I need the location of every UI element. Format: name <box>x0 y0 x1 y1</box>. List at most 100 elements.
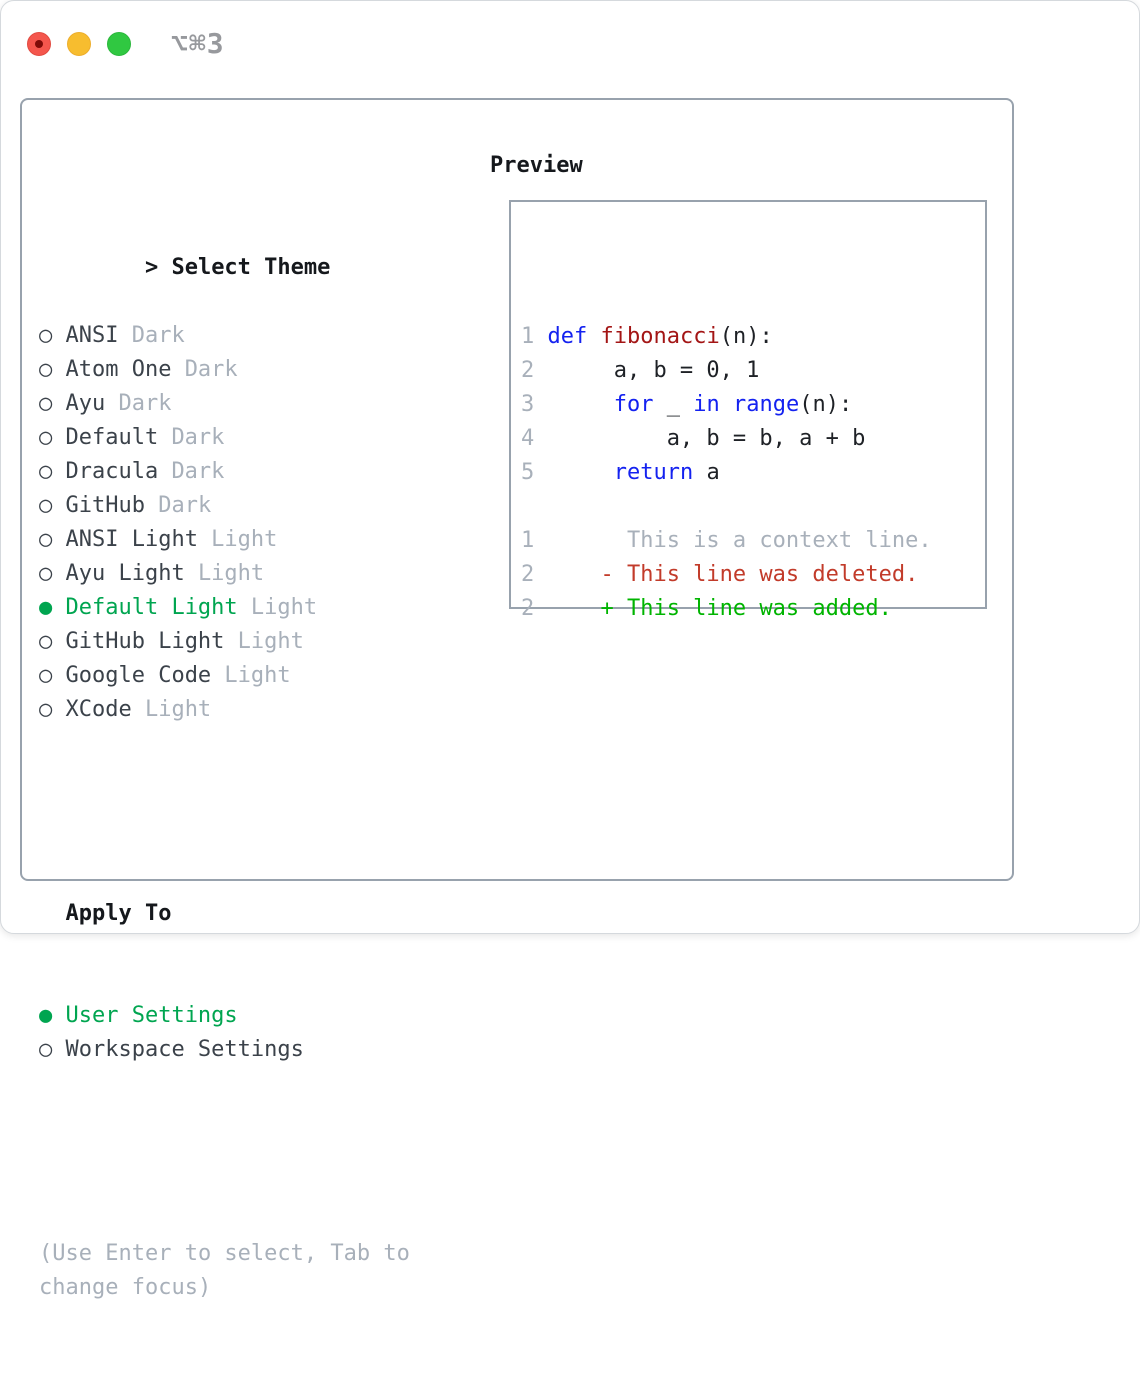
apply-option-workspace-settings[interactable]: ○Workspace Settings <box>39 1033 410 1067</box>
code-token-plain: a, b = 0, 1 <box>547 358 759 383</box>
apply-to-option-list: ●User Settings○Workspace Settings <box>39 999 410 1067</box>
hint-line: change focus) <box>39 1271 410 1305</box>
theme-option-dracula[interactable]: ○Dracula Dark <box>39 455 410 489</box>
theme-variant-tag: Dark <box>171 425 224 450</box>
line-number: 5 <box>521 456 547 490</box>
theme-name-label: Ayu <box>65 391 105 416</box>
theme-option-ansi-light[interactable]: ○ANSI Light Light <box>39 523 410 557</box>
code-token-fn: fibonacci <box>600 324 719 349</box>
line-number: 3 <box>521 388 547 422</box>
code-token-plain: a, b = b, a + b <box>547 426 865 451</box>
code-token-plain <box>720 392 733 417</box>
theme-name-label: ANSI <box>65 323 118 348</box>
line-number: 2 <box>521 592 547 626</box>
apply-option-label: Workspace Settings <box>65 1037 303 1062</box>
theme-option-default[interactable]: ○Default Dark <box>39 421 410 455</box>
radio-unselected-icon: ○ <box>39 455 65 489</box>
theme-variant-tag: Light <box>211 527 277 552</box>
radio-unselected-icon: ○ <box>39 489 65 523</box>
hint-line: (Use Enter to select, Tab to <box>39 1237 410 1271</box>
line-number: 1 <box>521 320 547 354</box>
code-token-plain: (n): <box>720 324 773 349</box>
unsaved-changes-dot-icon <box>35 40 43 48</box>
code-token-kw: return <box>614 460 693 485</box>
theme-variant-tag: Dark <box>158 493 211 518</box>
code-token-plain: a <box>693 460 720 485</box>
theme-name-label: Google Code <box>65 663 211 688</box>
code-token-plain <box>547 392 613 417</box>
maximize-button[interactable] <box>107 32 131 56</box>
radio-unselected-icon: ○ <box>39 523 65 557</box>
theme-name-label: Dracula <box>65 459 158 484</box>
close-button[interactable] <box>27 32 51 56</box>
theme-name-label: Default <box>65 425 158 450</box>
preview-code-line <box>521 490 985 524</box>
code-token-plain: _ <box>653 392 693 417</box>
preview-code-line: 2 a, b = 0, 1 <box>521 354 985 388</box>
theme-variant-tag: Light <box>224 663 290 688</box>
theme-option-ayu[interactable]: ○Ayu Dark <box>39 387 410 421</box>
code-token-kw: def <box>547 324 587 349</box>
radio-unselected-icon: ○ <box>39 319 65 353</box>
radio-unselected-icon: ○ <box>39 387 65 421</box>
code-token-kw: range <box>733 392 799 417</box>
preview-code-line: 4 a, b = b, a + b <box>521 422 985 456</box>
theme-variant-tag: Light <box>198 561 264 586</box>
preview-code-line: 2 + This line was added. <box>521 592 985 626</box>
theme-variant-tag: Dark <box>185 357 238 382</box>
theme-variant-tag: Dark <box>118 391 171 416</box>
minimize-button[interactable] <box>67 32 91 56</box>
preview-code-line: 5 return a <box>521 456 985 490</box>
apply-to-title: Apply To <box>39 897 410 931</box>
theme-variant-tag: Light <box>251 595 317 620</box>
theme-name-label: Atom One <box>65 357 171 382</box>
code-token-add: + This line was added. <box>547 596 891 621</box>
code-token-kw: for <box>614 392 654 417</box>
line-number: 4 <box>521 422 547 456</box>
line-number: 1 <box>521 524 547 558</box>
preview-code-line: 3 for _ in range(n): <box>521 388 985 422</box>
code-token-del: - This line was deleted. <box>547 562 918 587</box>
theme-name-label: Default Light <box>65 595 237 620</box>
theme-name-label: GitHub <box>65 493 144 518</box>
preview-title: Preview <box>490 149 583 183</box>
prompt-icon: > <box>145 251 171 285</box>
theme-option-google-code[interactable]: ○Google Code Light <box>39 659 410 693</box>
line-number: 2 <box>521 558 547 592</box>
window-shortcut-label: ⌥⌘3 <box>171 27 225 60</box>
radio-selected-icon: ● <box>39 999 65 1033</box>
theme-variant-tag: Dark <box>171 459 224 484</box>
line-number: 2 <box>521 354 547 388</box>
code-token-plain <box>547 460 613 485</box>
select-theme-title-row: >Select Theme <box>39 217 410 251</box>
theme-name-label: XCode <box>65 697 131 722</box>
radio-unselected-icon: ○ <box>39 1033 65 1067</box>
theme-variant-tag: Light <box>238 629 304 654</box>
theme-option-ayu-light[interactable]: ○Ayu Light Light <box>39 557 410 591</box>
spacer <box>39 1135 410 1169</box>
code-token-plain <box>587 324 600 349</box>
theme-name-label: ANSI Light <box>65 527 197 552</box>
theme-option-github[interactable]: ○GitHub Dark <box>39 489 410 523</box>
radio-unselected-icon: ○ <box>39 659 65 693</box>
theme-name-label: GitHub Light <box>65 629 224 654</box>
code-token-muted: This is a context line. <box>547 528 931 553</box>
radio-unselected-icon: ○ <box>39 421 65 455</box>
radio-unselected-icon: ○ <box>39 557 65 591</box>
apply-option-user-settings[interactable]: ●User Settings <box>39 999 410 1033</box>
spacer <box>39 795 410 829</box>
theme-name-label: Ayu Light <box>65 561 184 586</box>
